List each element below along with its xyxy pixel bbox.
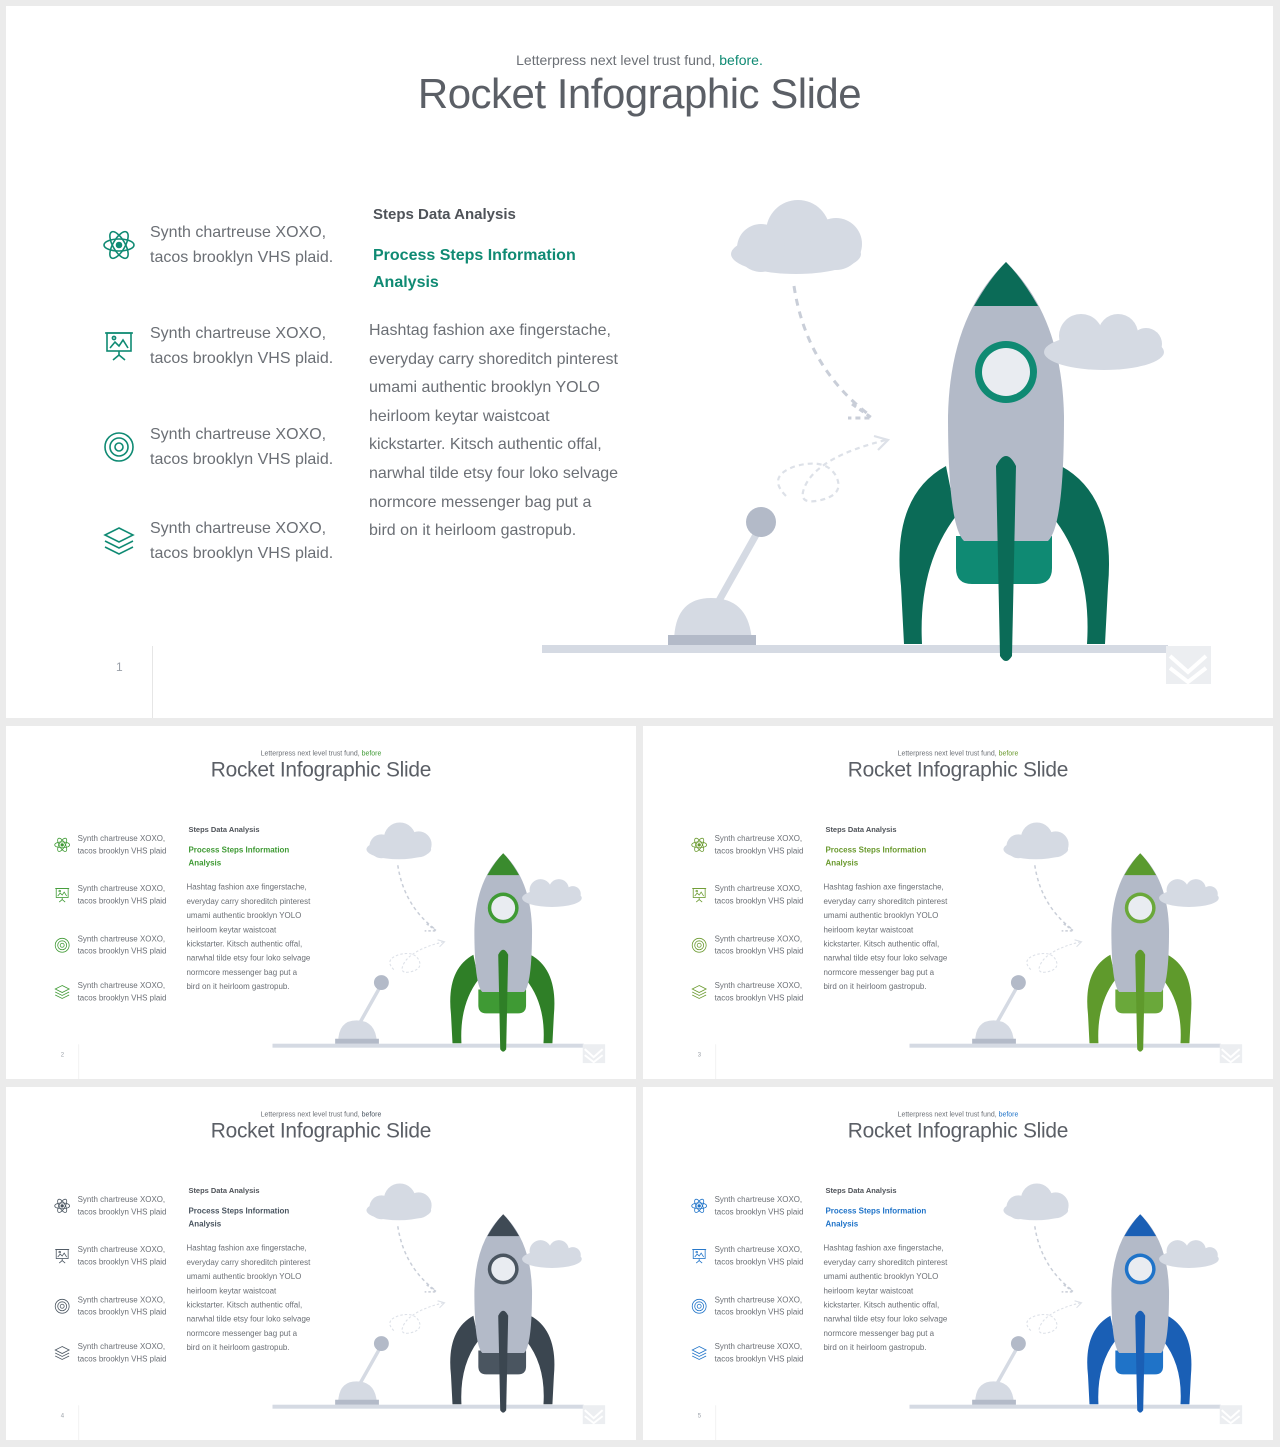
presentation-board-icon (691, 887, 708, 904)
list-item: Synth chartreuse XOXO, tacos brooklyn VH… (54, 928, 173, 968)
slide-title: Rocket Infographic Slide (847, 1118, 1069, 1143)
atom-icon (102, 228, 136, 262)
cloud-right (1159, 1240, 1219, 1268)
cloud-top-left (366, 1183, 432, 1221)
list-item: Synth chartreuse XOXO, tacos brooklyn VH… (54, 975, 173, 1015)
column-subheading: Process Steps Information Analysis (825, 1206, 927, 1229)
column-body: Hashtag fashion axe fingerstache, everyd… (369, 322, 619, 540)
cloud-top-left (366, 822, 432, 860)
list-item: Synth chartreuse XOXO, tacos brooklyn VH… (691, 928, 810, 968)
column-heading: Steps Data Analysis (825, 1186, 897, 1195)
cloud-top-left (1003, 1183, 1069, 1221)
column-heading: Steps Data Analysis (188, 825, 260, 834)
target-icon (691, 937, 708, 954)
cloud-top-left (731, 200, 862, 274)
slide-subtitle: Letterpress next level trust fund, befor… (260, 1109, 382, 1118)
slide-subtitle: Letterpress next level trust fund, befor… (260, 748, 382, 757)
list-item: Synth chartreuse XOXO, tacos brooklyn VH… (102, 506, 342, 586)
list-item: Synth chartreuse XOXO, tacos brooklyn VH… (54, 1289, 173, 1329)
rocket-illustration (909, 822, 1243, 1064)
slide-title: Rocket Infographic Slide (417, 70, 862, 117)
list-item: Synth chartreuse XOXO, tacos brooklyn VH… (691, 1289, 810, 1329)
atom-icon (54, 1197, 71, 1214)
slide-subtitle: Letterpress next level trust fund, befor… (516, 52, 763, 68)
column-subheading: Process Steps Information Analysis (188, 845, 290, 868)
slide-subtitle: Letterpress next level trust fund, befor… (897, 1109, 1019, 1118)
list-item: Synth chartreuse XOXO, tacos brooklyn VH… (691, 827, 810, 867)
column-body: Hashtag fashion axe fingerstache, everyd… (823, 1244, 948, 1353)
list-item: Synth chartreuse XOXO, tacos brooklyn VH… (691, 975, 810, 1015)
rocket-illustration (909, 1183, 1243, 1425)
cloud-top-left (1003, 822, 1069, 860)
cloud-right (522, 1240, 582, 1268)
page-number: 3 (697, 1051, 702, 1059)
layers-icon (54, 1345, 71, 1362)
list-item: Synth chartreuse XOXO, tacos brooklyn VH… (54, 878, 173, 918)
cloud-right (522, 879, 582, 907)
atom-icon (691, 836, 708, 853)
logo-chevron (1166, 646, 1211, 685)
list-item: Synth chartreuse XOXO, tacos brooklyn VH… (54, 1336, 173, 1376)
slide-5[interactable]: Letterpress next level trust fund, befor… (643, 1087, 1273, 1440)
list-item: Synth chartreuse XOXO, tacos brooklyn VH… (691, 1336, 810, 1376)
page-number: 5 (697, 1412, 702, 1420)
logo-chevron (582, 1405, 606, 1425)
column-body: Hashtag fashion axe fingerstache, everyd… (186, 883, 311, 992)
layers-icon (691, 984, 708, 1001)
list-item: Synth chartreuse XOXO, tacos brooklyn VH… (691, 1188, 810, 1228)
target-icon (691, 1298, 708, 1315)
list-item: Synth chartreuse XOXO, tacos brooklyn VH… (102, 412, 342, 492)
column-heading: Steps Data Analysis (373, 206, 516, 223)
slide-3[interactable]: Letterpress next level trust fund, befor… (643, 726, 1273, 1079)
layers-icon (54, 984, 71, 1001)
logo-chevron (1219, 1044, 1243, 1064)
atom-icon (54, 836, 71, 853)
list-item: Synth chartreuse XOXO, tacos brooklyn VH… (54, 1188, 173, 1228)
logo-chevron (1219, 1405, 1243, 1425)
list-item: Synth chartreuse XOXO, tacos brooklyn VH… (102, 210, 342, 290)
rocket-illustration (272, 822, 606, 1064)
rocket-illustration (542, 200, 1211, 685)
page-number: 2 (60, 1051, 65, 1059)
slide-subtitle: Letterpress next level trust fund, befor… (897, 748, 1019, 757)
slide-4[interactable]: Letterpress next level trust fund, befor… (6, 1087, 636, 1440)
slide-title: Rocket Infographic Slide (210, 757, 432, 782)
presentation-board-icon (691, 1248, 708, 1265)
presentation-board-icon (54, 1248, 71, 1265)
column-subheading: Process Steps Information Analysis (825, 845, 927, 868)
list-item: Synth chartreuse XOXO, tacos brooklyn VH… (691, 878, 810, 918)
page-number: 4 (60, 1412, 65, 1420)
presentation-board-icon (54, 887, 71, 904)
atom-icon (691, 1197, 708, 1214)
presentation-board-icon (102, 329, 136, 363)
list-item: Synth chartreuse XOXO, tacos brooklyn VH… (54, 827, 173, 867)
slide-1[interactable]: Letterpress next level trust fund, befor… (6, 6, 1273, 718)
column-heading: Steps Data Analysis (188, 1186, 260, 1195)
logo-chevron (582, 1044, 606, 1064)
rocket-illustration (272, 1183, 606, 1425)
page-divider (152, 646, 153, 718)
cloud-right (1044, 314, 1164, 370)
slide-title: Rocket Infographic Slide (210, 1118, 432, 1143)
list-item: Synth chartreuse XOXO, tacos brooklyn VH… (102, 311, 342, 391)
column-body: Hashtag fashion axe fingerstache, everyd… (823, 883, 948, 992)
slide-title: Rocket Infographic Slide (847, 757, 1069, 782)
layers-icon (691, 1345, 708, 1362)
target-icon (102, 430, 136, 464)
column-subheading: Process Steps Information Analysis (188, 1206, 290, 1229)
slide-2[interactable]: Letterpress next level trust fund, befor… (6, 726, 636, 1079)
column-body: Hashtag fashion axe fingerstache, everyd… (186, 1244, 311, 1353)
page-number: 1 (116, 660, 123, 674)
list-item: Synth chartreuse XOXO, tacos brooklyn VH… (691, 1239, 810, 1279)
list-item: Synth chartreuse XOXO, tacos brooklyn VH… (54, 1239, 173, 1279)
layers-icon (102, 524, 136, 558)
target-icon (54, 1298, 71, 1315)
column-heading: Steps Data Analysis (825, 825, 897, 834)
column-subheading: Process Steps Information Analysis (373, 247, 576, 291)
target-icon (54, 937, 71, 954)
cloud-right (1159, 879, 1219, 907)
